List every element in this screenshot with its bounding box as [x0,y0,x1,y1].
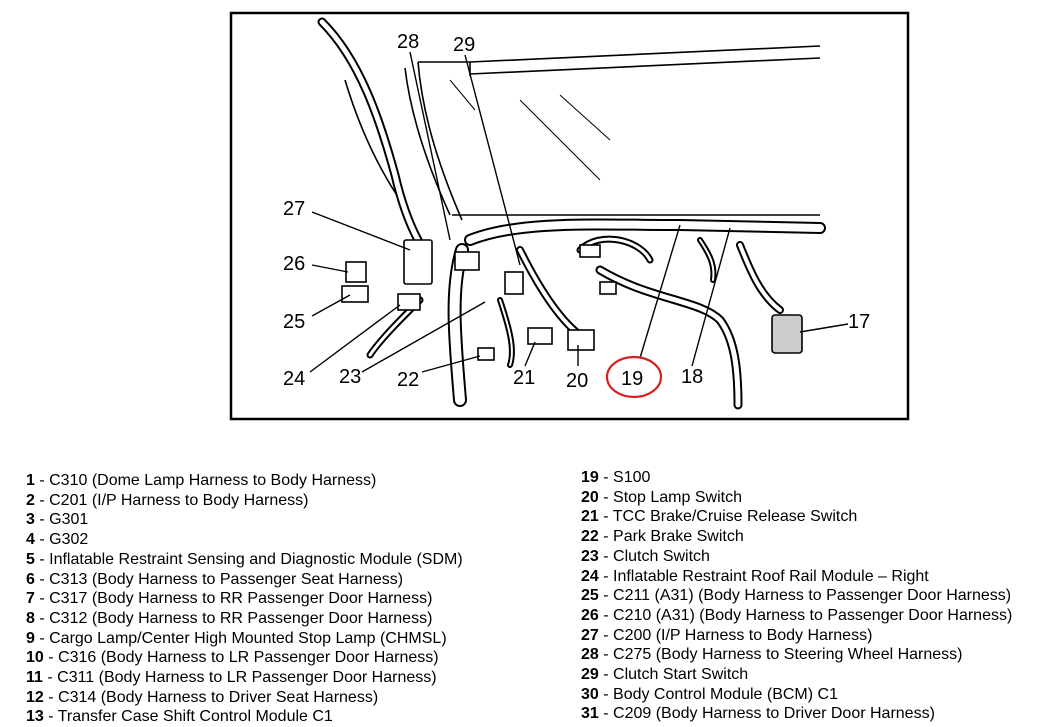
callout-20: 20 [566,370,588,392]
legend-right-column: 19 - S100 20 - Stop Lamp Switch 21 - TCC B… [581,468,1012,724]
legend-item-number: 28 [581,646,599,664]
legend-item-number: 23 [581,547,599,565]
legend-item-text: Cargo Lamp/Center High Mounted Stop Lamp… [49,629,447,647]
legend-item-number: 31 [581,705,599,723]
legend-item-text: Inflatable Restraint Roof Rail Module – … [613,567,929,585]
legend-item-text: G302 [49,531,89,549]
legend-item-number: 13 [26,708,44,726]
legend-item: 24 - Inflatable Restraint Roof Rail Modu… [581,567,929,585]
legend-item-text: C317 (Body Harness to RR Passenger Door … [49,590,433,608]
legend-item-text: C310 (Dome Lamp Harness to Body Harness) [49,472,377,489]
legend-item-text: C275 (Body Harness to Steering Wheel Har… [613,646,963,664]
legend-item-text: Clutch Start Switch [613,666,749,684]
legend-item: 4 - G302 [26,531,89,549]
legend-item: 22 - Park Brake Switch [581,528,744,546]
legend-item: 7 - C317 (Body Harness to RR Passenger D… [26,590,433,608]
legend-item: 31 - C209 (Body Harness to Driver Door H… [581,705,935,723]
legend-item-text: C210 (A31) (Body Harness to Passenger Do… [613,606,1013,624]
callout-24: 24 [283,368,305,390]
legend-item-number: 7 [26,590,35,608]
legend-item-number: 6 [26,570,35,588]
legend-item-number: 3 [26,511,35,529]
legend-item: 5 - Inflatable Restraint Sensing and Dia… [26,550,463,568]
legend-item-text: Clutch Switch [613,547,710,565]
legend-item-number: 4 [26,531,35,549]
legend-item-text: C314 (Body Harness to Driver Seat Harnes… [58,688,379,706]
legend-item-number: 12 [26,688,44,706]
legend-item-number: 20 [581,488,599,506]
legend-item-number: 30 [581,685,599,703]
legend-item-text: C312 (Body Harness to RR Passenger Door … [49,609,433,627]
legend-item-text: S100 [613,469,651,486]
legend-item: 10 - C316 (Body Harness to LR Passenger … [26,649,439,667]
legend-item-text: C200 (I/P Harness to Body Harness) [613,626,873,644]
legend-item: 6 - C313 (Body Harness to Passenger Seat… [26,570,404,588]
callout-18: 18 [681,366,703,388]
leader-lines [309,51,849,373]
legend-item-text: Park Brake Switch [613,528,744,546]
legend-item-number: 27 [581,626,599,644]
legend-item-number: 1 [26,472,35,489]
legend-left-column: 1 - C310 (Dome Lamp Harness to Body Harn… [26,471,463,727]
legend-item-number: 25 [581,587,599,605]
legend-item: 12 - C314 (Body Harness to Driver Seat H… [26,688,379,706]
legend-item: 25 - C211 (A31) (Body Harness to Passeng… [581,587,1012,605]
legend-item-text: G301 [49,511,89,529]
vehicle-body-outline [344,45,821,221]
legend-item-number: 11 [26,669,43,687]
legend-item-number: 5 [26,550,35,568]
legend-item-text: Body Control Module (BCM) C1 [613,685,838,703]
legend-item: 21 - TCC Brake/Cruise Release Switch [581,508,858,526]
legend-item-number: 22 [581,528,599,546]
legend-item: 29 - Clutch Start Switch [581,666,749,684]
legend-item-number: 26 [581,606,599,624]
legend-item: 9 - Cargo Lamp/Center High Mounted Stop … [26,629,447,647]
callout-21: 21 [513,367,535,389]
callout-29: 29 [453,34,475,56]
legend-item-text: C209 (Body Harness to Driver Door Harnes… [613,705,935,723]
legend-item-text: Transfer Case Shift Control Module C1 [57,708,333,726]
legend-item: 8 - C312 (Body Harness to RR Passenger D… [26,609,433,627]
legend-item-text: C311 (Body Harness to LR Passenger Door … [57,669,437,687]
legend-item: 28 - C275 (Body Harness to Steering Whee… [581,646,963,664]
legend-item-number: 24 [581,567,599,585]
legend-item-number: 2 [26,491,35,509]
legend-item-number: 19 [581,469,599,486]
callout-19: 19 [621,368,643,390]
legend-item: 26 - C210 (A31) (Body Harness to Passeng… [581,606,1013,624]
legend-item: 20 - Stop Lamp Switch [581,488,742,506]
diagram-frame [229,11,910,421]
callout-23: 23 [339,366,361,388]
legend-item: 2 - C201 (I/P Harness to Body Harness) [26,491,309,509]
legend-item: 13 - Transfer Case Shift Control Module … [26,708,333,726]
legend-item: 3 - G301 [26,511,89,529]
callout-17: 17 [848,311,870,333]
legend-item-number: 8 [26,609,35,627]
legend-item: 1 - C310 (Dome Lamp Harness to Body Harn… [26,472,377,489]
callout-22: 22 [397,369,419,391]
callout-26: 26 [283,253,305,275]
legend-item-text: C316 (Body Harness to LR Passenger Door … [58,649,439,667]
legend-item-text: C211 (A31) (Body Harness to Passenger Do… [613,587,1012,605]
legend-item-text: C201 (I/P Harness to Body Harness) [49,491,309,509]
legend-item: 30 - Body Control Module (BCM) C1 [581,685,838,703]
callout-27: 27 [283,198,305,220]
callout-28: 28 [397,31,419,53]
legend-item-number: 9 [26,629,35,647]
legend-item-text: TCC Brake/Cruise Release Switch [612,508,858,526]
legend-item-number: 10 [26,649,44,667]
callout-25: 25 [283,311,305,333]
connectors [341,239,803,361]
legend-item-number: 29 [581,666,599,684]
legend-item-text: C313 (Body Harness to Passenger Seat Har… [49,570,404,588]
legend-item: 19 - S100 [581,469,651,486]
callout-19-highlight [605,355,663,399]
legend-item-text: Stop Lamp Switch [613,488,742,506]
legend-item-number: 21 [581,508,599,526]
legend-item: 27 - C200 (I/P Harness to Body Harness) [581,626,873,644]
legend-item: 23 - Clutch Switch [581,547,710,565]
legend-item: 11 - C311 (Body Harness to LR Passenger … [26,669,437,687]
legend-item-text: Inflatable Restraint Sensing and Diagnos… [49,550,463,568]
